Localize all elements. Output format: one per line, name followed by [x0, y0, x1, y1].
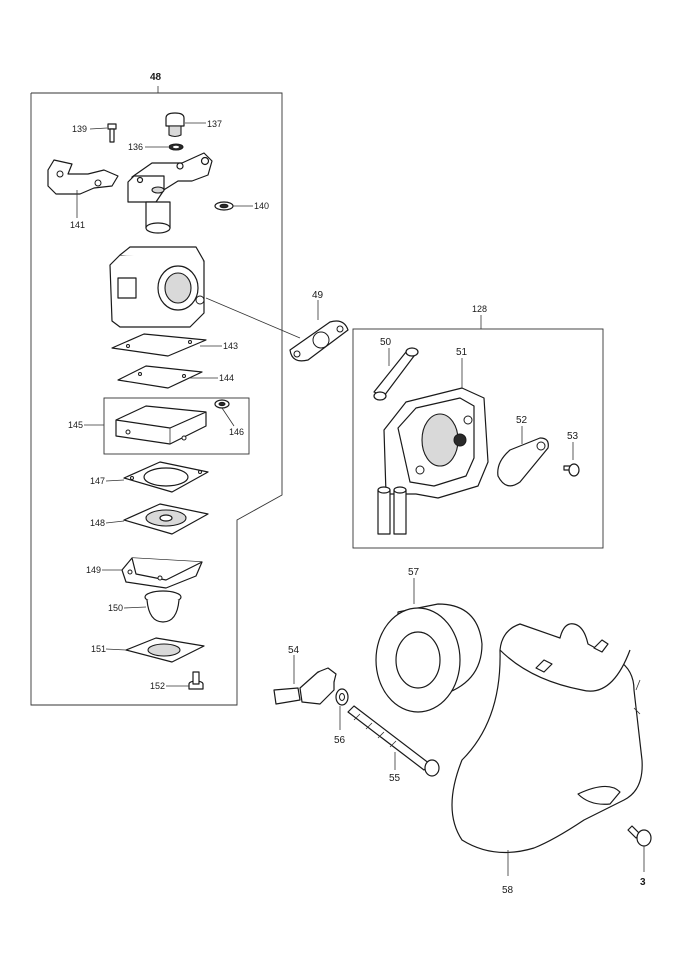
label-50: 50: [380, 337, 392, 348]
carburetor-top-body: [127, 152, 213, 234]
label-140: 140: [254, 201, 269, 211]
part-56-washer: 56: [334, 688, 349, 746]
label-152: 152: [150, 681, 165, 691]
part-57-air-filter: 57: [375, 567, 483, 713]
label-52: 52: [516, 415, 528, 426]
part-147-gasket: 147: [90, 461, 209, 493]
carburetor-assembly-group: 48: [30, 72, 283, 706]
part-51-air-cleaner-base: 51: [377, 347, 489, 535]
label-56: 56: [334, 735, 346, 746]
part-151-retainer: 151: [91, 637, 205, 663]
label-128: 128: [472, 304, 487, 314]
label-51: 51: [456, 347, 468, 358]
part-53-screw: 53: [563, 431, 580, 477]
part-49-gasket: 49: [289, 290, 349, 362]
label-54: 54: [288, 645, 300, 656]
part-146-ring: 146: [214, 399, 244, 437]
label-148: 148: [90, 518, 105, 528]
label-55: 55: [389, 773, 401, 784]
part-144-plate: 144: [117, 365, 234, 389]
label-49: 49: [312, 290, 324, 301]
label-48: 48: [150, 72, 162, 83]
label-136: 136: [128, 142, 143, 152]
part-139-screw: 139: [72, 123, 117, 143]
part-148-diaphragm: 148: [90, 503, 209, 535]
label-143: 143: [223, 341, 238, 351]
part-54-bracket: 54: [273, 645, 337, 705]
part-150-primer-bulb: 150: [108, 590, 182, 623]
label-58: 58: [502, 885, 514, 896]
part-58-air-cleaner-cover: 58: [451, 623, 643, 896]
label-53: 53: [567, 431, 579, 442]
part-145-pump-body: 145: [68, 397, 250, 455]
air-cleaner-assembly-group: 128: [352, 304, 604, 549]
part-152-screw: 152: [150, 671, 204, 691]
part-141-lever: 141: [47, 159, 119, 230]
label-139: 139: [72, 124, 87, 134]
label-137: 137: [207, 119, 222, 129]
part-52-choke-plate: 52: [497, 415, 549, 487]
part-50-choke-lever: 50: [373, 337, 419, 401]
label-147: 147: [90, 476, 105, 486]
label-144: 144: [219, 373, 234, 383]
label-149: 149: [86, 565, 101, 575]
label-150: 150: [108, 603, 123, 613]
label-151: 151: [91, 644, 106, 654]
part-137-plug: 137: [165, 112, 222, 138]
label-141: 141: [70, 220, 85, 230]
part-55-bolt: 55: [347, 705, 440, 784]
part-136-oring: 136: [128, 142, 184, 152]
part-140-clip: 140: [214, 201, 269, 211]
label-146: 146: [229, 427, 244, 437]
part-143-gasket: 143: [111, 333, 238, 357]
carburetor-main-body: [109, 246, 301, 339]
label-3: 3: [640, 877, 646, 888]
part-149-cover: 149: [86, 557, 203, 589]
part-3-screw: 3: [627, 825, 652, 888]
label-57: 57: [408, 567, 420, 578]
label-145: 145: [68, 420, 83, 430]
